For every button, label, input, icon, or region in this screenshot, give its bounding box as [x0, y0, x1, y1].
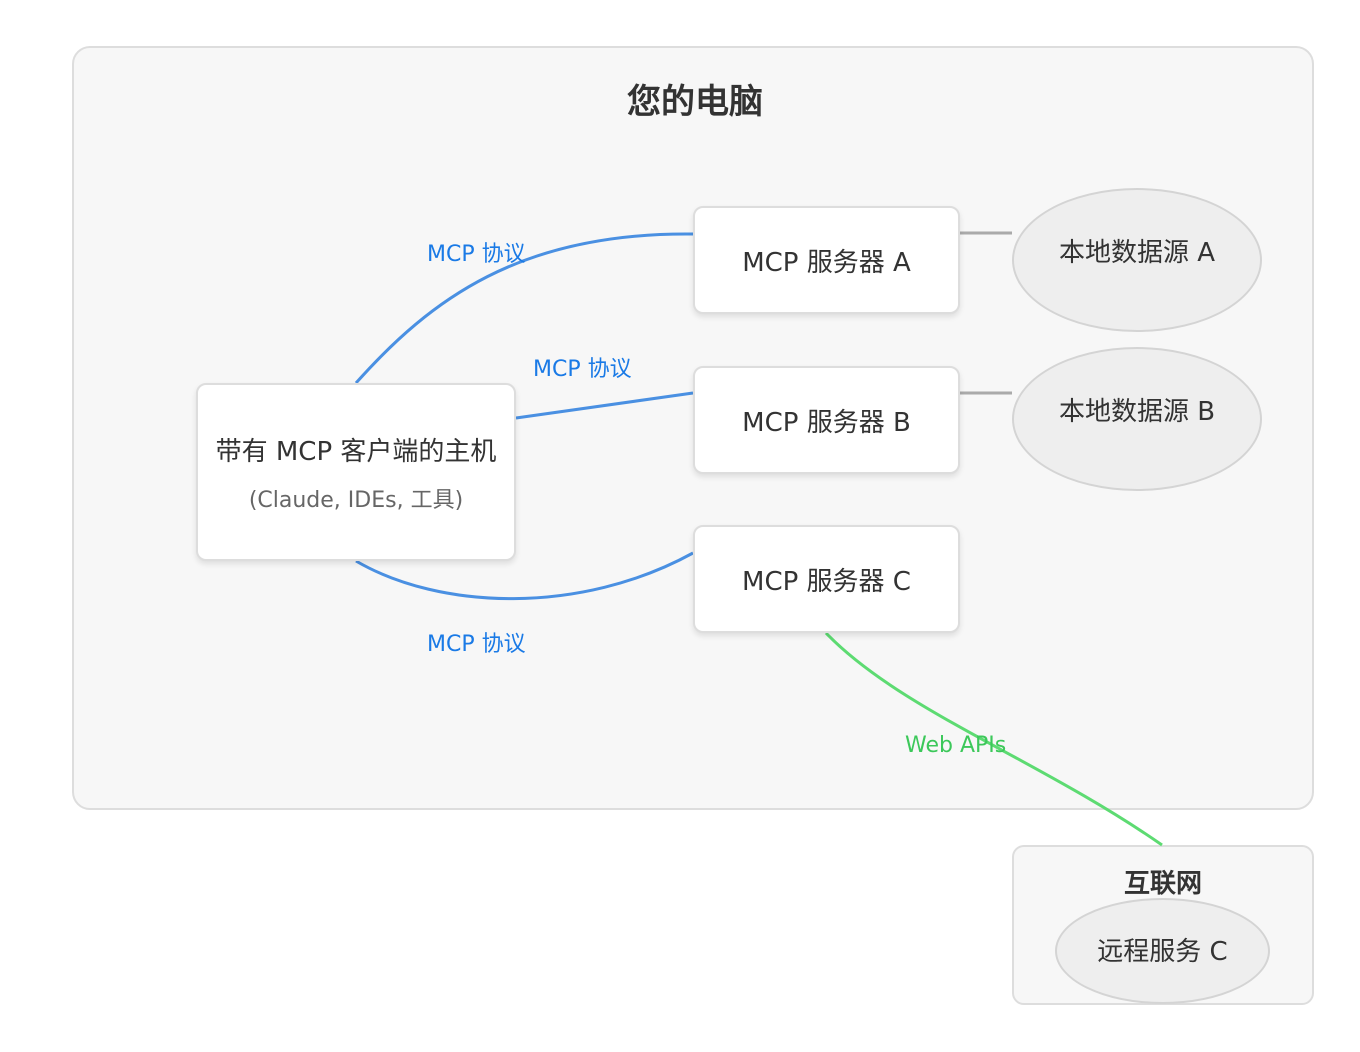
- edge-server-c-remote-c: [824, 631, 1163, 847]
- local-data-source-b-label: 本地数据源 B: [1058, 396, 1216, 427]
- mcp-server-b-node: MCP 服务器 B: [693, 366, 960, 474]
- edge-host-server-b: [515, 391, 694, 420]
- local-data-source-a-node: 本地数据源 A: [1012, 188, 1262, 332]
- mcp-server-a-node: MCP 服务器 A: [693, 206, 960, 314]
- internet-title: 互联网: [1123, 869, 1202, 899]
- mcp-server-c-node: MCP 服务器 C: [693, 525, 960, 633]
- edge-label-server-b: MCP 协议: [533, 357, 632, 382]
- local-data-source-a-label: 本地数据源 A: [1058, 237, 1216, 268]
- remote-service-c-label: 远程服务 C: [1097, 936, 1228, 967]
- host-node: 带有 MCP 客户端的主机 (Claude, IDEs, 工具): [196, 383, 516, 561]
- computer-title: 您的电脑: [627, 82, 763, 122]
- edge-label-server-a: MCP 协议: [427, 242, 526, 267]
- host-subtitle: (Claude, IDEs, 工具): [248, 487, 464, 513]
- remote-service-c-node: 远程服务 C: [1055, 898, 1270, 1004]
- edge-host-server-a: [354, 232, 694, 384]
- edge-label-web-apis: Web APIs: [905, 733, 1007, 758]
- host-title: 带有 MCP 客户端的主机: [215, 436, 497, 467]
- edge-host-server-c: [355, 551, 694, 601]
- mcp-server-a-label: MCP 服务器 A: [742, 247, 911, 278]
- mcp-server-b-label: MCP 服务器 B: [742, 407, 911, 438]
- mcp-server-c-label: MCP 服务器 C: [742, 566, 911, 597]
- edge-label-server-c: MCP 协议: [427, 632, 526, 657]
- local-data-source-b-node: 本地数据源 B: [1012, 347, 1262, 491]
